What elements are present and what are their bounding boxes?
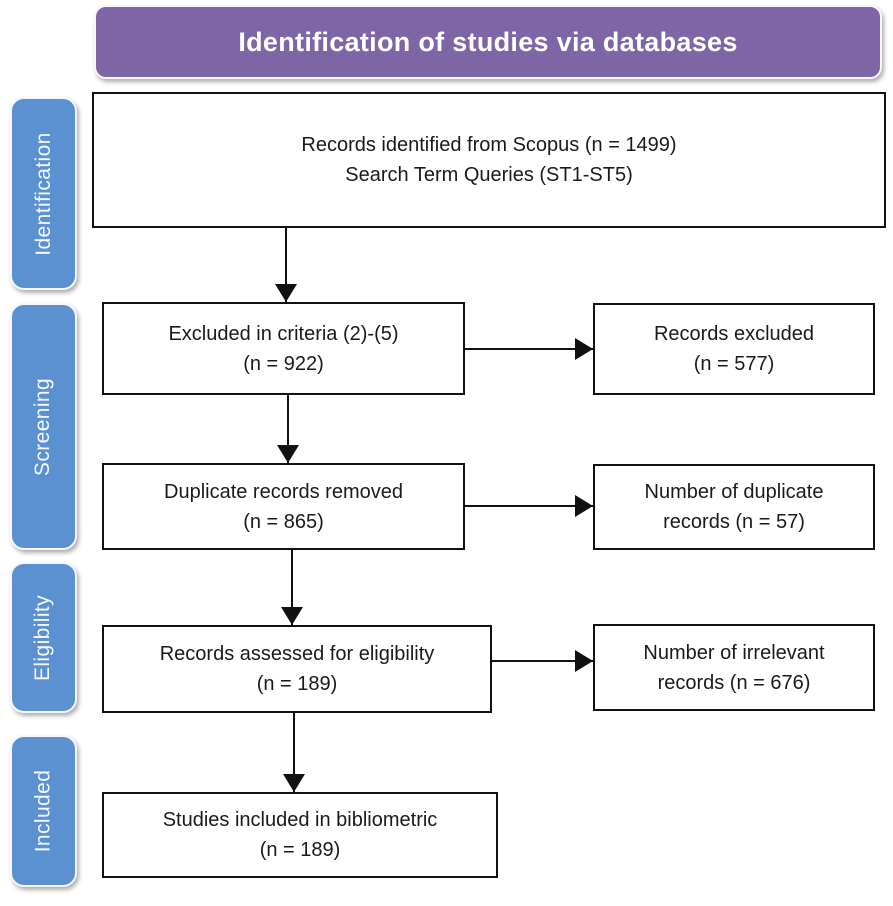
box-records-excluded: Records excluded (n = 577)	[593, 303, 875, 395]
box-duplicates-removed: Duplicate records removed (n = 865)	[102, 463, 465, 550]
box-text-line: records (n = 676)	[657, 671, 811, 694]
box-text-line: Records assessed for eligibility	[159, 643, 435, 665]
arrow-down-assessed-to-included-icon	[293, 713, 295, 792]
box-text-line: (n = 577)	[693, 353, 775, 375]
box-text-line: Duplicate records removed	[164, 480, 403, 503]
arrow-right-to-records-excluded-icon	[465, 348, 593, 350]
box-text-line: Number of duplicate	[644, 481, 824, 503]
box-irrelevant-count: Number of irrelevant records (n = 676)	[593, 624, 875, 711]
arrow-right-to-duplicate-count-icon	[465, 505, 593, 507]
box-text-line: (n = 922)	[243, 352, 324, 375]
arrow-right-to-irrelevant-count-icon	[492, 660, 593, 662]
arrow-down-excluded-to-duplicates-icon	[287, 395, 289, 463]
stage-label-text: Eligibility	[31, 594, 55, 681]
box-text-line: Excluded in criteria (2)-(5)	[168, 322, 399, 345]
box-records-identified: Records identified from Scopus (n = 1499…	[92, 92, 886, 228]
stage-label-text: Identification	[31, 131, 55, 256]
stage-label-screening: Screening	[10, 303, 77, 550]
box-text-line: (n = 189)	[256, 673, 338, 695]
stage-label-text: Screening	[31, 377, 55, 476]
box-text-line: Search Term Queries (ST1-ST5)	[345, 164, 633, 186]
stage-label-text: Included	[31, 769, 55, 853]
box-text-line: (n = 189)	[259, 839, 341, 861]
box-text-line: Number of irrelevant	[643, 641, 825, 664]
box-text-line: records (n = 57)	[663, 511, 805, 533]
arrow-down-identified-to-excluded-icon	[285, 228, 287, 302]
stage-label-included: Included	[10, 735, 77, 887]
box-text-line: (n = 865)	[243, 510, 324, 533]
box-excluded-criteria: Excluded in criteria (2)-(5) (n = 922)	[102, 302, 465, 395]
arrow-down-duplicates-to-assessed-icon	[291, 550, 293, 625]
stage-label-eligibility: Eligibility	[10, 562, 77, 713]
box-records-assessed: Records assessed for eligibility (n = 18…	[102, 625, 492, 713]
header-title: Identification of studies via databases	[238, 26, 738, 57]
box-studies-included: Studies included in bibliometric (n = 18…	[102, 792, 498, 878]
header-banner: Identification of studies via databases	[94, 5, 882, 79]
box-text-line: Records excluded	[653, 323, 815, 345]
stage-label-identification: Identification	[10, 97, 77, 290]
box-text-line: Studies included in bibliometric	[162, 809, 438, 831]
box-text-line: Records identified from Scopus (n = 1499…	[301, 134, 677, 156]
box-duplicate-count: Number of duplicate records (n = 57)	[593, 464, 875, 550]
